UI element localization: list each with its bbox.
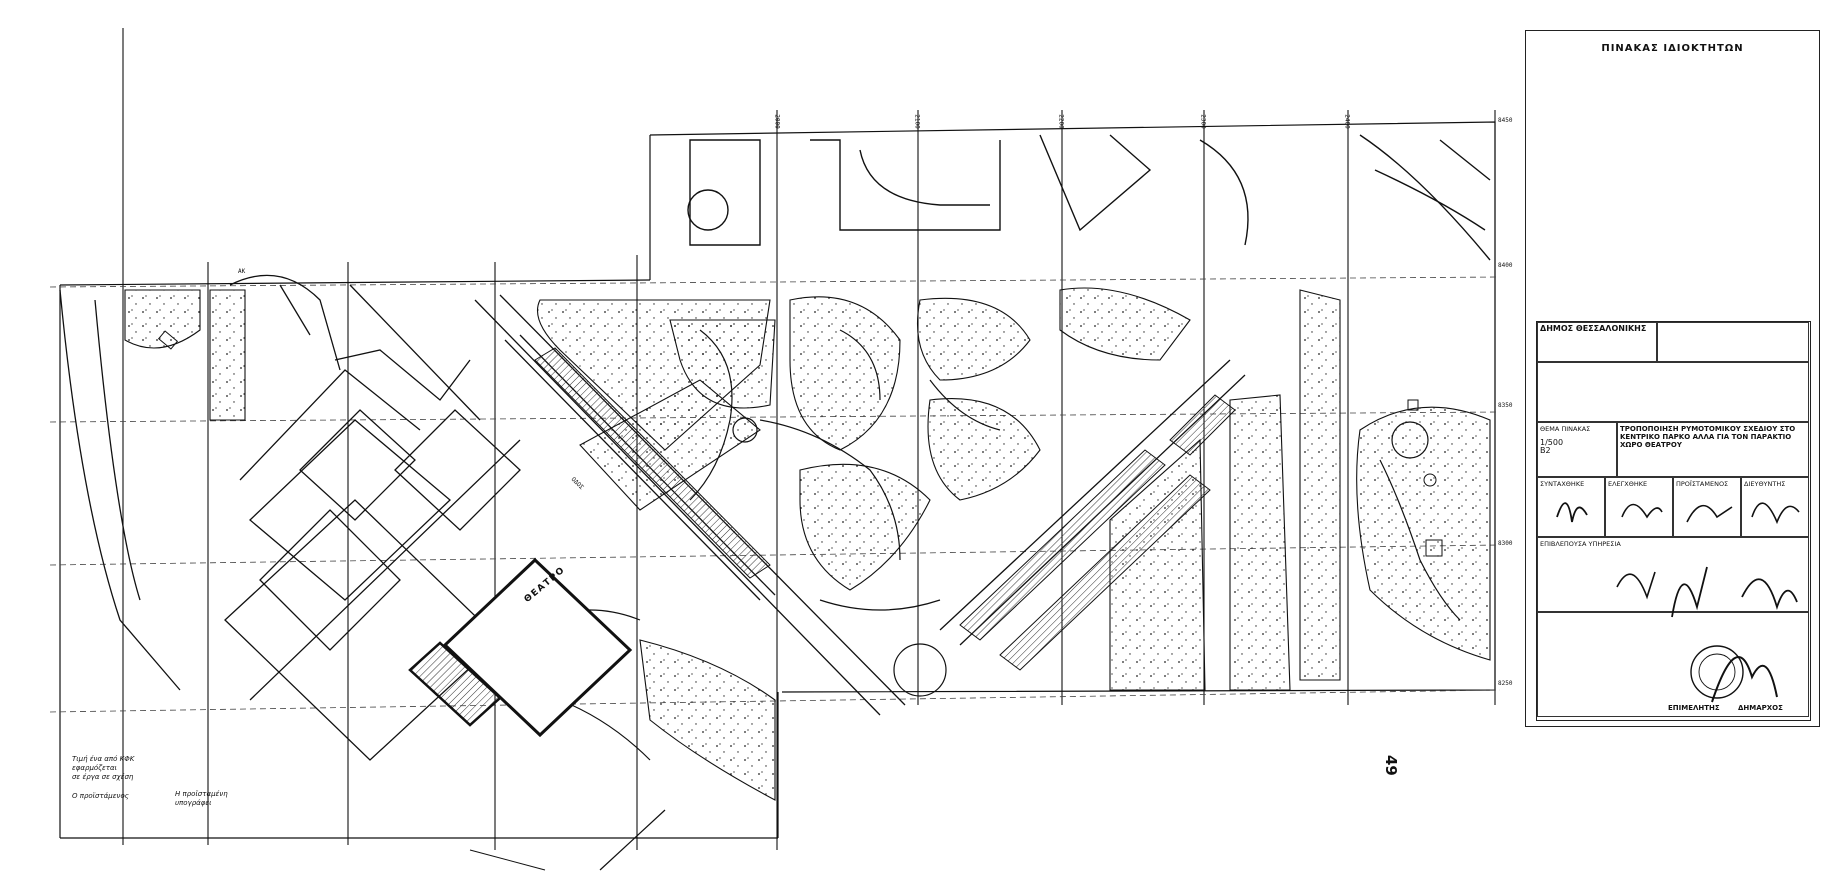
role-cell-3: ΠΡΟΪΣΤΑΜΕΝΟΣ [1673, 477, 1741, 537]
upper-left-road [59, 274, 481, 691]
detail-markers [157, 330, 1443, 557]
coord-top-3: 2200 [1057, 114, 1065, 129]
map-frame-lower [59, 279, 779, 839]
coord-top-1: 2000 [773, 114, 781, 129]
role-label-4: ΔΙΕΥΘΥΝΤΗΣ [1744, 480, 1786, 488]
coord-right-3: 8350 [1498, 402, 1513, 409]
role-label-1: ΣΥΝΤΑΧΘΗΚΕ [1540, 480, 1585, 488]
coord-right-1: 8450 [1498, 117, 1513, 124]
role-cell-1: ΣΥΝΤΑΧΘΗΚΕ [1537, 477, 1605, 537]
drawing-label: ΘΕΜΑ ΠΙΝΑΚΑΣ [1540, 425, 1591, 433]
diagonal-cutline-b [469, 849, 546, 871]
page-number: 49 [1382, 755, 1400, 776]
signatures [1556, 502, 1800, 703]
authority-name: ΔΗΜΟΣ ΘΕΣΣΑΛΟΝΙΚΗΣ [1540, 324, 1647, 333]
stamp-caption-right: ΔΗΜΑΡΧΟΣ [1738, 704, 1783, 712]
agency-cell [1657, 322, 1809, 362]
title-block-box: ΔΗΜΟΣ ΘΕΣΣΑΛΟΝΙΚΗΣ ΘΕΜΑ ΠΙΝΑΚΑΣ 1/500 Β2… [1536, 321, 1811, 721]
theatre-building [408, 557, 633, 738]
upper-blocks [687, 134, 1491, 261]
park-areas [124, 287, 1491, 801]
legend-line-1: Τιμή ένα από ΚΦΚ εφαρμόζεται [72, 755, 135, 772]
legend-note-right: Η προϊσταμένη υπογράφει [175, 790, 265, 808]
grid-label-top: ΑΚ [238, 268, 246, 275]
coord-top-2: 2100 [913, 114, 921, 129]
role-cell-4: ΔΙΕΥΘΥΝΤΗΣ [1741, 477, 1809, 537]
sheet-number: Β2 [1540, 446, 1551, 455]
coord-top-5: 2400 [1343, 114, 1351, 129]
authority-cell: ΔΗΜΟΣ ΘΕΣΣΑΛΟΝΙΚΗΣ [1537, 322, 1657, 362]
legend-line-5: υπογράφει [175, 799, 212, 807]
coord-right-2: 8400 [1498, 262, 1513, 269]
title-block-header: ΠΙΝΑΚΑΣ ΙΔΙΟΚΤΗΤΩΝ [1601, 43, 1744, 54]
legend-line-2: σε έργα σε σχέση [72, 773, 134, 781]
legend-line-3: Ο προϊστάμενος [72, 792, 129, 800]
role-label-3: ΠΡΟΪΣΤΑΜΕΝΟΣ [1676, 480, 1729, 488]
stamp-caption-left: ΕΠΙΜΕΛΗΤΗΣ [1668, 704, 1720, 712]
notes-cell [1537, 362, 1809, 422]
role-label-2: ΕΛΕΓΧΘΗΚΕ [1608, 480, 1648, 488]
scale-value: 1/500 [1540, 438, 1564, 447]
approval-label: ΕΠΙΒΛΕΠΟΥΣΑ ΥΠΗΡΕΣΙΑ [1540, 540, 1621, 548]
coord-right-5: 8250 [1498, 680, 1513, 687]
title-block: ΠΙΝΑΚΑΣ ΙΔΙΟΚΤΗΤΩΝ ΔΗΜΟΣ ΘΕΣΣΑΛΟΝΙΚΗΣ ΘΕ… [1525, 30, 1820, 727]
diagonal-cutline [599, 809, 666, 871]
grid-lines-vertical [122, 28, 1496, 850]
coord-right-4: 8300 [1498, 540, 1513, 547]
coord-top-4: 2300 [1199, 114, 1207, 129]
legend-note-left: Τιμή ένα από ΚΦΚ εφαρμόζεται σε έργα σε … [72, 755, 172, 801]
drawing-label-cell: ΘΕΜΑ ΠΙΝΑΚΑΣ 1/500 Β2 [1537, 422, 1617, 477]
legend-line-4: Η προϊσταμένη [175, 790, 228, 798]
role-cell-2: ΕΛΕΓΧΘΗΚΕ [1605, 477, 1673, 537]
drawing-title: ΤΡΟΠΟΠΟΙΗΣΗ ΡΥΜΟΤΟΜΙΚΟΥ ΣΧΕΔΙΟΥ ΣΤΟ ΚΕΝΤ… [1620, 425, 1796, 449]
drawing-title-cell: ΤΡΟΠΟΠΟΙΗΣΗ ΡΥΜΟΤΟΜΙΚΟΥ ΣΧΕΔΙΟΥ ΣΤΟ ΚΕΝΤ… [1617, 422, 1809, 477]
